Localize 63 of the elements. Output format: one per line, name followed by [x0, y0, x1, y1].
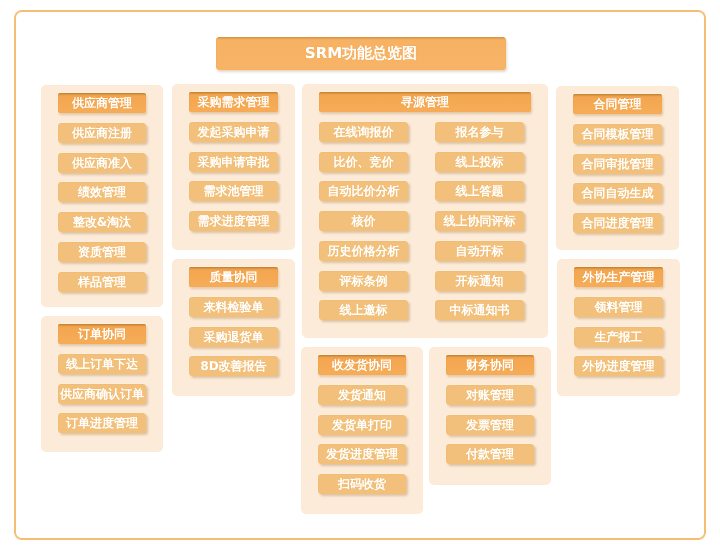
- function-item: 扫码收货: [318, 474, 406, 494]
- section-heading: 采购需求管理: [189, 92, 278, 112]
- title-banner: SRM功能总览图: [216, 37, 506, 70]
- function-item: 发货通知: [318, 385, 406, 405]
- function-item: 样品管理: [58, 272, 146, 292]
- function-item: 合同进度管理: [573, 213, 662, 233]
- function-item: 发票管理: [446, 415, 534, 435]
- group-panel: [556, 86, 679, 250]
- function-item: 供应商注册: [58, 123, 146, 143]
- function-item: 合同审批管理: [573, 154, 662, 174]
- function-item: 需求进度管理: [189, 211, 278, 231]
- function-item: 线上投标: [435, 152, 524, 172]
- function-item: 发货单打印: [318, 415, 406, 435]
- function-item: 自动开标: [435, 241, 524, 261]
- function-item: 报名参与: [435, 122, 524, 142]
- group-panel: [41, 316, 163, 452]
- function-item: 外协进度管理: [574, 356, 663, 376]
- function-item: 评标条例: [319, 271, 408, 291]
- function-item: 在线询报价: [319, 122, 408, 142]
- function-item: 合同模板管理: [573, 124, 662, 144]
- section-heading: 收发货协同: [318, 355, 406, 375]
- function-item: 8D改善报告: [189, 356, 278, 376]
- section-heading: 寻源管理: [319, 92, 531, 112]
- function-item: 付款管理: [446, 444, 534, 464]
- section-heading: 外协生产管理: [574, 267, 663, 287]
- function-item: 需求池管理: [189, 181, 278, 201]
- function-item: 历史价格分析: [319, 241, 408, 261]
- group-panel: [172, 84, 295, 250]
- function-item: 核价: [319, 211, 408, 231]
- function-item: 供应商准入: [58, 153, 146, 173]
- function-item: 发起采购申请: [189, 122, 278, 142]
- function-item: 比价、竞价: [319, 152, 408, 172]
- function-item: 线上协同评标: [435, 211, 524, 231]
- function-item: 订单进度管理: [58, 413, 146, 433]
- function-item: 领料管理: [574, 297, 663, 317]
- function-item: 线上订单下达: [58, 354, 146, 374]
- function-item: 供应商确认订单: [58, 384, 146, 404]
- function-item: 来料检验单: [189, 297, 278, 317]
- function-item: 整改&淘汰: [58, 212, 146, 232]
- function-item: 生产报工: [574, 327, 663, 347]
- section-heading: 供应商管理: [58, 93, 146, 113]
- group-panel: [172, 259, 295, 396]
- function-item: 资质管理: [58, 242, 146, 262]
- group-panel: [301, 347, 423, 514]
- function-item: 采购申请审批: [189, 152, 278, 172]
- function-item: 中标通知书: [435, 300, 524, 320]
- function-item: 对账管理: [446, 385, 534, 405]
- function-item: 绩效管理: [58, 182, 146, 202]
- function-item: 线上邀标: [319, 300, 408, 320]
- group-panel: [302, 84, 548, 338]
- function-item: 开标通知: [435, 271, 524, 291]
- function-item: 发货进度管理: [318, 444, 406, 464]
- function-item: 线上答题: [435, 181, 524, 201]
- section-heading: 订单协同: [58, 324, 146, 344]
- group-panel: [429, 347, 551, 485]
- group-panel: [41, 85, 163, 307]
- function-item: 自动比价分析: [319, 181, 408, 201]
- section-heading: 质量协同: [189, 267, 278, 287]
- group-panel: [557, 259, 680, 396]
- function-item: 合同自动生成: [573, 183, 662, 203]
- section-heading: 合同管理: [573, 94, 662, 114]
- function-item: 采购退货单: [189, 327, 278, 347]
- section-heading: 财务协同: [446, 355, 534, 375]
